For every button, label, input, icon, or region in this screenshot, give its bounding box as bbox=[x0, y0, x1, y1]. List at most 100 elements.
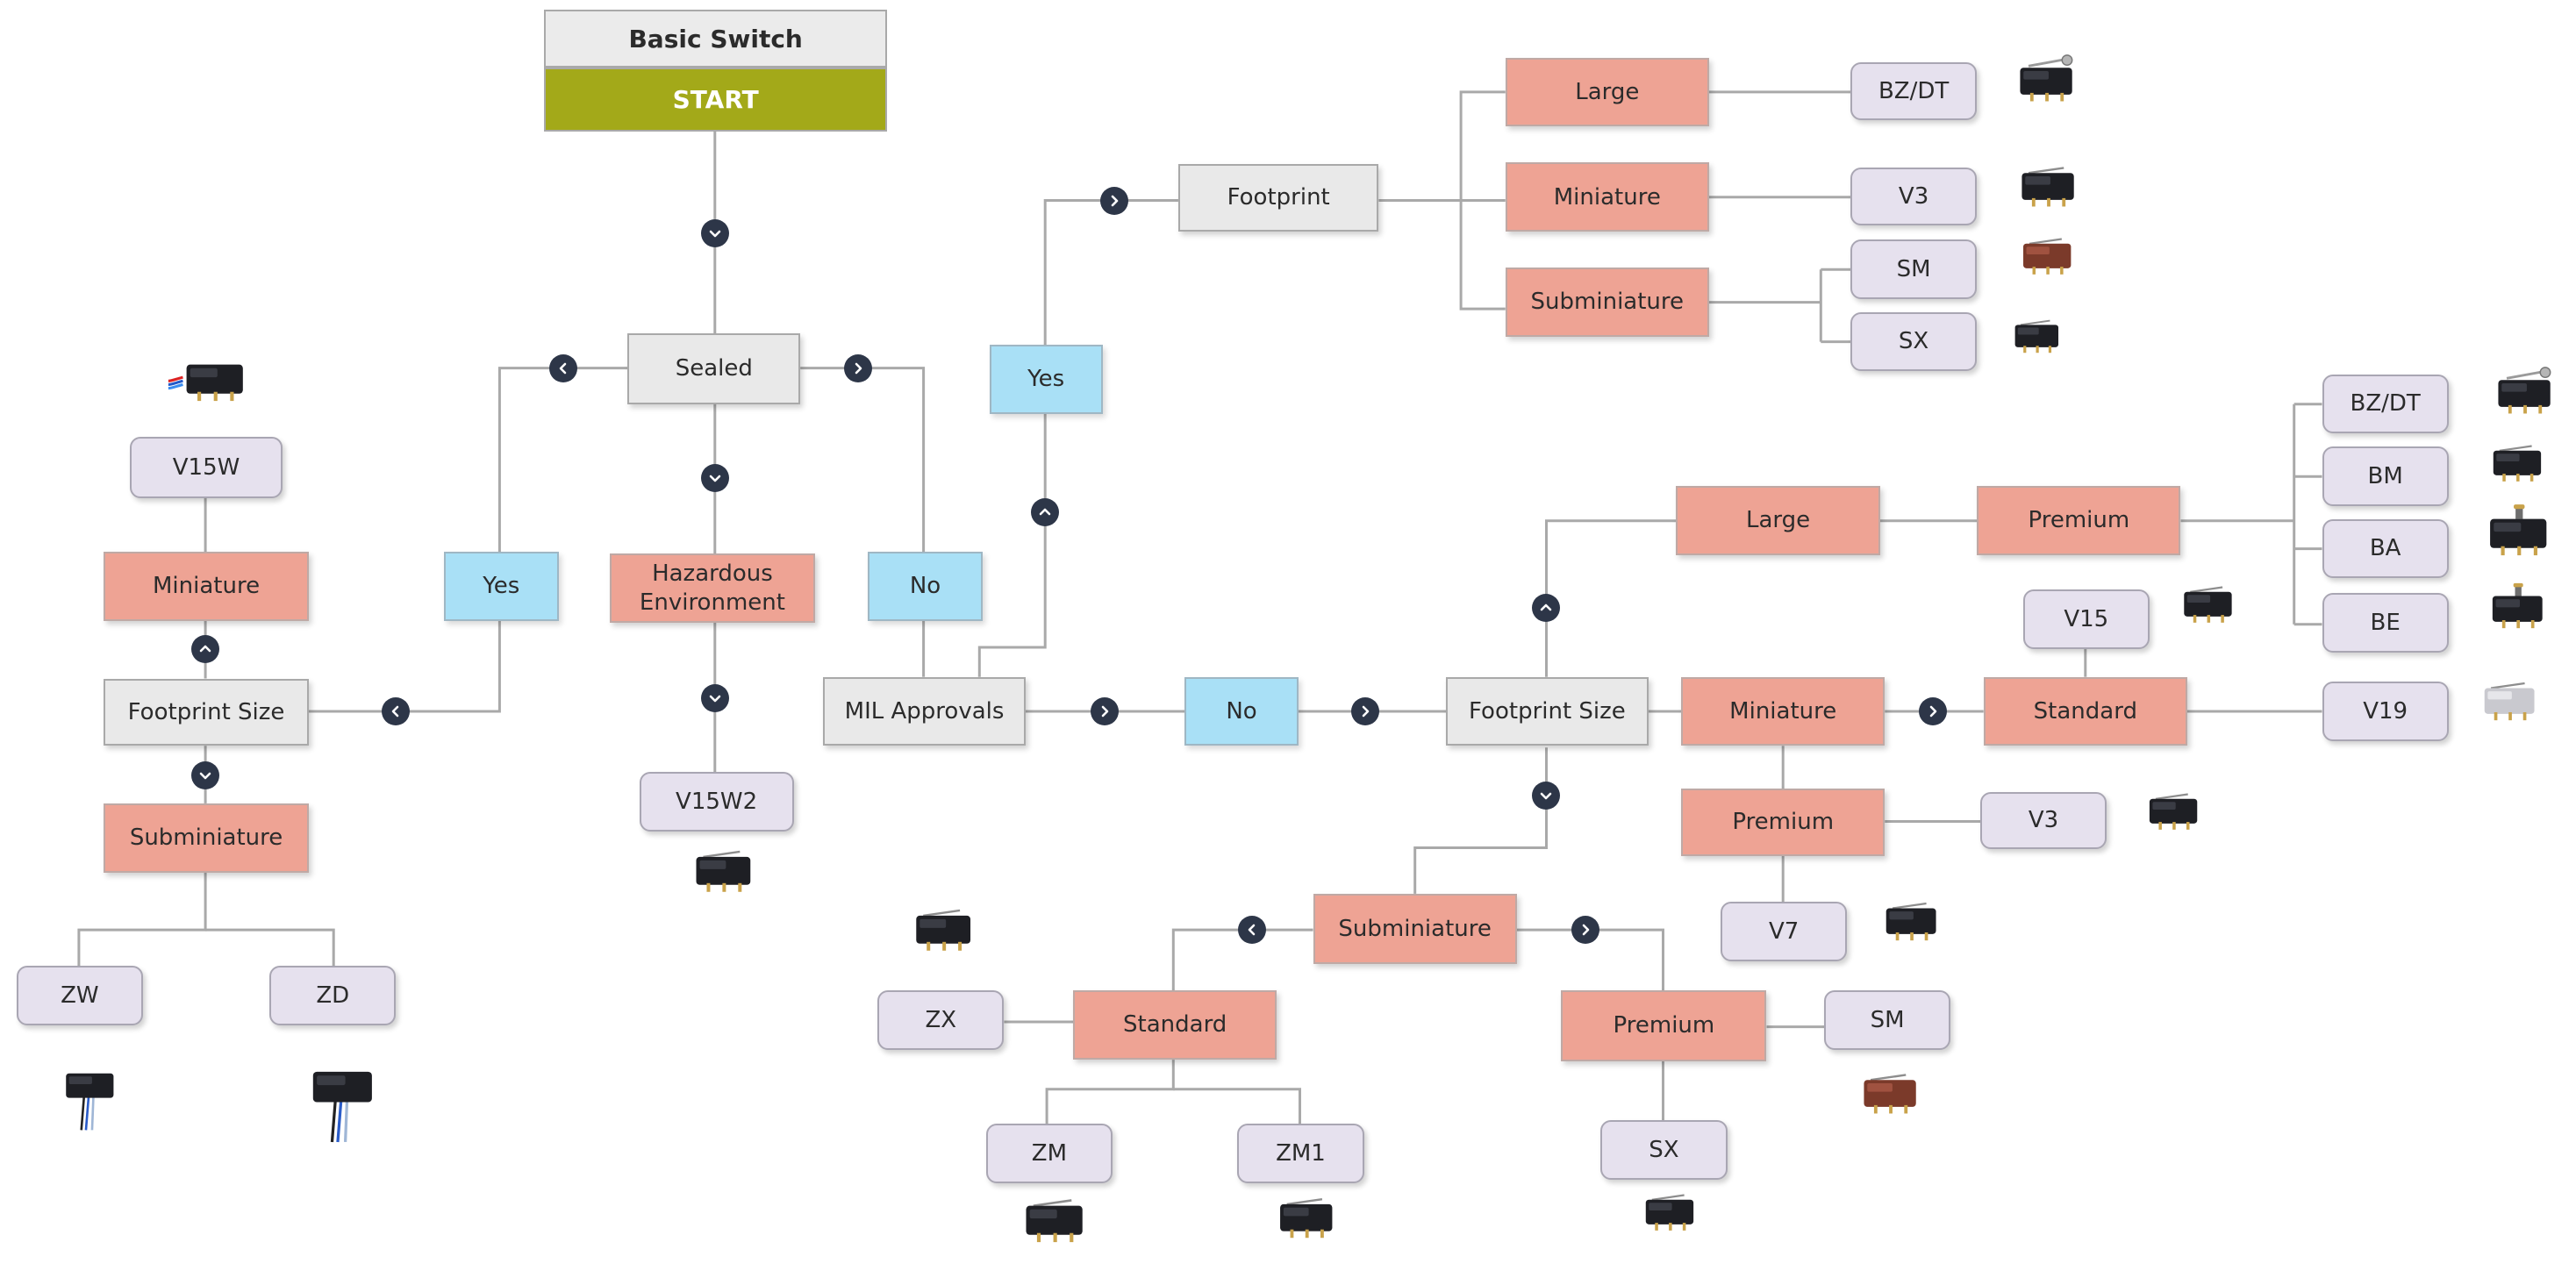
product-v3-top-label: V3 bbox=[1898, 182, 1929, 210]
product-ba: BA bbox=[2322, 518, 2449, 579]
product-sx-top: SX bbox=[1850, 311, 1978, 372]
right-large-node-label: Large bbox=[1746, 507, 1811, 534]
subminiature-standard-node-label: Standard bbox=[1123, 1011, 1227, 1039]
top-large-node-label: Large bbox=[1575, 78, 1640, 105]
product-zm: ZM bbox=[985, 1124, 1113, 1183]
right-miniature-node-label: Miniature bbox=[1729, 697, 1837, 725]
subminiature-standard-node: Standard bbox=[1073, 990, 1277, 1060]
right-footprint-size-node: Footprint Size bbox=[1446, 676, 1649, 746]
right-miniature-node: Miniature bbox=[1681, 676, 1885, 746]
product-sm-top-label: SM bbox=[1896, 255, 1931, 282]
sealed-yes-node: Yes bbox=[443, 552, 559, 621]
switch-photo bbox=[2458, 503, 2564, 588]
mil-no-node-label: No bbox=[1226, 697, 1257, 725]
product-v19-label: V19 bbox=[2363, 697, 2408, 725]
product-v15w: V15W bbox=[129, 437, 283, 498]
left-subminiature-node-label: Subminiature bbox=[129, 824, 283, 851]
chevron-right-icon bbox=[1918, 697, 1947, 725]
chevron-right-icon bbox=[1090, 697, 1119, 725]
product-bzdt-right: BZ/DT bbox=[2322, 375, 2449, 434]
start-node: START bbox=[543, 67, 888, 132]
switch-photo bbox=[2458, 365, 2576, 444]
title-node-label: Basic Switch bbox=[628, 24, 803, 54]
switch-photo bbox=[1992, 312, 2071, 378]
switch-photo bbox=[1980, 53, 2099, 132]
top-miniature-node-label: Miniature bbox=[1553, 183, 1661, 211]
switch-photo bbox=[1624, 1186, 1703, 1258]
top-miniature-node: Miniature bbox=[1505, 162, 1709, 232]
right-subminiature-node: Subminiature bbox=[1313, 893, 1517, 965]
product-sm-bottom-label: SM bbox=[1870, 1006, 1905, 1033]
product-v3-right: V3 bbox=[1979, 791, 2107, 850]
product-sm-top: SM bbox=[1850, 239, 1978, 299]
sealed-node: Sealed bbox=[627, 333, 801, 404]
product-zm-label: ZM bbox=[1031, 1139, 1068, 1167]
left-footprint-size-node: Footprint Size bbox=[103, 678, 310, 746]
chevron-down-icon bbox=[1532, 781, 1561, 810]
switch-photo bbox=[999, 1189, 1095, 1274]
product-sx-top-label: SX bbox=[1898, 328, 1929, 355]
product-bzdt-right-label: BZ/DT bbox=[2350, 390, 2421, 418]
product-bm: BM bbox=[2322, 446, 2449, 506]
large-premium-node-label: Premium bbox=[2028, 507, 2130, 534]
product-v19: V19 bbox=[2322, 682, 2449, 741]
mil-approvals-node-label: MIL Approvals bbox=[844, 697, 1005, 725]
chevron-down-icon bbox=[700, 684, 729, 713]
large-premium-node: Premium bbox=[1977, 486, 2181, 556]
left-miniature-node-label: Miniature bbox=[153, 573, 261, 600]
switch-photo bbox=[1982, 158, 2100, 237]
miniature-premium-node-label: Premium bbox=[1732, 809, 1835, 836]
chevron-up-icon bbox=[1532, 594, 1561, 622]
right-subminiature-node-label: Subminiature bbox=[1338, 915, 1492, 942]
start-node-label: START bbox=[672, 84, 759, 114]
chevron-right-icon bbox=[1099, 186, 1128, 215]
left-footprint-size-node-label: Footprint Size bbox=[127, 698, 285, 725]
chevron-right-icon bbox=[1571, 916, 1600, 945]
switch-photo bbox=[1837, 1065, 1929, 1144]
right-footprint-size-node-label: Footprint Size bbox=[1469, 697, 1626, 725]
top-subminiature-node-label: Subminiature bbox=[1530, 289, 1685, 316]
subminiature-premium-node-label: Premium bbox=[1613, 1012, 1715, 1039]
mil-no-node: No bbox=[1184, 676, 1299, 746]
switch-photo bbox=[148, 348, 267, 433]
chevron-right-icon bbox=[1351, 697, 1380, 725]
switch-photo bbox=[2458, 582, 2564, 657]
product-bzdt-top-label: BZ/DT bbox=[1878, 77, 1950, 104]
product-zm1-label: ZM1 bbox=[1276, 1139, 1326, 1167]
chevron-down-icon bbox=[700, 464, 729, 493]
miniature-standard-node: Standard bbox=[1983, 676, 2187, 746]
sealed-yes-node-label: Yes bbox=[483, 573, 520, 600]
chevron-down-icon bbox=[700, 218, 729, 247]
footprint-node: Footprint bbox=[1177, 164, 1379, 232]
switch-photo bbox=[657, 841, 776, 924]
product-zw: ZW bbox=[16, 966, 143, 1025]
left-miniature-node: Miniature bbox=[103, 552, 310, 621]
footprint-node-label: Footprint bbox=[1227, 184, 1330, 211]
left-subminiature-node: Subminiature bbox=[103, 803, 310, 873]
sealed-no-node-label: No bbox=[909, 573, 941, 600]
product-bzdt-top: BZ/DT bbox=[1850, 62, 1978, 120]
product-v15w2: V15W2 bbox=[639, 772, 794, 832]
mil-approvals-node: MIL Approvals bbox=[823, 676, 1026, 746]
miniature-standard-node-label: Standard bbox=[2033, 697, 2137, 725]
product-v7-label: V7 bbox=[1768, 917, 1800, 945]
product-v15w-label: V15W bbox=[172, 453, 240, 481]
switch-photo bbox=[1262, 1186, 1337, 1271]
mil-yes-node-label: Yes bbox=[1027, 366, 1065, 393]
top-large-node: Large bbox=[1505, 57, 1709, 127]
product-v3-right-label: V3 bbox=[2028, 807, 2059, 834]
switch-photo bbox=[292, 1039, 377, 1160]
switch-photo bbox=[2458, 437, 2564, 509]
product-zm1: ZM1 bbox=[1237, 1124, 1364, 1183]
switch-photo bbox=[887, 900, 985, 982]
product-zd-label: ZD bbox=[316, 982, 350, 1009]
product-v15-label: V15 bbox=[2064, 605, 2109, 632]
title-node: Basic Switch bbox=[543, 10, 888, 68]
product-bm-label: BM bbox=[2367, 462, 2403, 489]
switch-photo bbox=[2116, 785, 2218, 857]
switch-photo bbox=[1992, 230, 2090, 302]
chevron-left-icon bbox=[1238, 916, 1267, 945]
product-zd: ZD bbox=[269, 966, 397, 1025]
top-subminiature-node: Subminiature bbox=[1505, 268, 1709, 337]
